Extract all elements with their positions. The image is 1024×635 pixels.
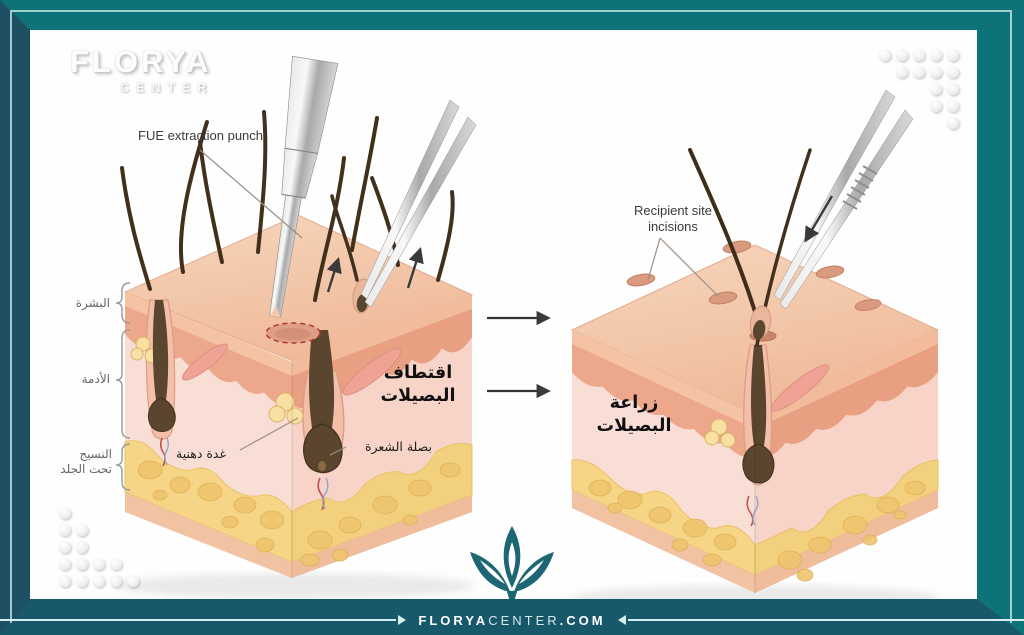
emboss-dot — [92, 574, 105, 587]
sebaceous-gland-label: غدة دهنية — [176, 446, 227, 461]
extraction-caption: اقتطاف البصيلات — [372, 362, 464, 408]
emboss-dot — [946, 99, 959, 112]
emboss-dot — [58, 574, 71, 587]
dermis-label: الأدمة — [81, 372, 110, 386]
emboss-dot — [929, 48, 942, 61]
implantation-caption-line1: زراعة — [609, 393, 659, 413]
site-part-bold2: .COM — [559, 612, 606, 628]
emboss-dot — [912, 65, 925, 78]
tweezers-implanting-graft — [773, 89, 914, 310]
emboss-dot — [929, 65, 942, 78]
florya-center-logo: FLORYA CENTER — [70, 44, 213, 95]
hair-follicle-small — [130, 299, 228, 467]
fue-punch-label: FUE extraction punch — [138, 128, 264, 143]
emboss-dot — [92, 557, 105, 570]
emboss-dot — [878, 48, 891, 61]
footer-line-left — [0, 619, 397, 621]
emboss-dot — [58, 540, 71, 553]
footer-line-right — [627, 619, 1024, 621]
emboss-dot — [929, 99, 942, 112]
arrow-right-icon — [398, 615, 407, 625]
emboss-dot — [58, 506, 71, 519]
emboss-dot — [109, 574, 122, 587]
skin-layer-brackets — [115, 282, 131, 491]
emboss-dot — [946, 65, 959, 78]
graft-insertion — [688, 148, 812, 347]
tulip-logo-icon — [470, 526, 554, 602]
recipient-label-line2: incisions — [648, 219, 698, 234]
emboss-dot — [75, 557, 88, 570]
extraction-caption-line1: اقتطاف — [383, 363, 453, 383]
subcutaneous-label-line1: النسيج — [79, 447, 112, 461]
implanted-follicle — [704, 344, 830, 527]
hair-follicle-large — [268, 330, 402, 511]
site-part-bold1: FLORYA — [418, 612, 489, 628]
subcutaneous-label: النسيج تحت الجلد — [36, 447, 112, 477]
fue-punch-tool — [269, 55, 339, 318]
emboss-dot — [946, 48, 959, 61]
tweezers-extracting-graft — [330, 99, 477, 314]
emboss-dots-bottom-left — [56, 504, 141, 589]
emboss-dot — [109, 557, 122, 570]
fat-globules — [588, 479, 926, 582]
process-flow-arrows — [487, 310, 551, 399]
fat-globules — [137, 460, 461, 567]
subcutaneous-label-line2: تحت الجلد — [60, 462, 112, 476]
emboss-dots-top-right — [876, 46, 961, 131]
extraction-caption-line2: البصيلات — [380, 386, 456, 406]
hair-bulb-label: بصلة الشعرة — [364, 439, 432, 454]
emboss-dot — [946, 116, 959, 129]
label-pointer-lines — [199, 149, 719, 456]
implantation-caption: زراعة البصيلات — [582, 392, 686, 438]
implant-arrow — [804, 195, 834, 243]
emboss-dot — [929, 82, 942, 95]
arrow-left-icon — [617, 615, 626, 625]
recipient-incisions — [626, 240, 882, 311]
logo-wordmark: FLORYA — [70, 44, 212, 79]
logo-subtitle: CENTER — [120, 81, 214, 95]
emboss-dot — [58, 523, 71, 536]
emboss-dot — [895, 65, 908, 78]
emboss-dot — [75, 574, 88, 587]
emboss-dot — [946, 82, 959, 95]
recipient-skin-block — [570, 89, 940, 593]
footer-bar: FLORYACENTER.COM — [0, 612, 1024, 628]
emboss-dot — [75, 540, 88, 553]
emboss-dot — [58, 557, 71, 570]
emboss-dot — [912, 48, 925, 61]
footer-site-url: FLORYACENTER.COM — [406, 613, 617, 628]
emboss-dot — [75, 523, 88, 536]
extraction-site — [265, 322, 321, 344]
donor-skin-block — [120, 55, 477, 578]
emboss-dot — [895, 48, 908, 61]
recipient-label-line1: Recipient site — [633, 203, 713, 218]
epidermis-label: البشرة — [75, 296, 110, 310]
extraction-arrows — [326, 247, 424, 293]
recipient-incisions-label: Recipient site incisions — [598, 203, 748, 235]
implantation-caption-line2: البصيلات — [596, 416, 672, 436]
site-part-light: CENTER — [488, 612, 560, 628]
emboss-dot — [126, 574, 139, 587]
